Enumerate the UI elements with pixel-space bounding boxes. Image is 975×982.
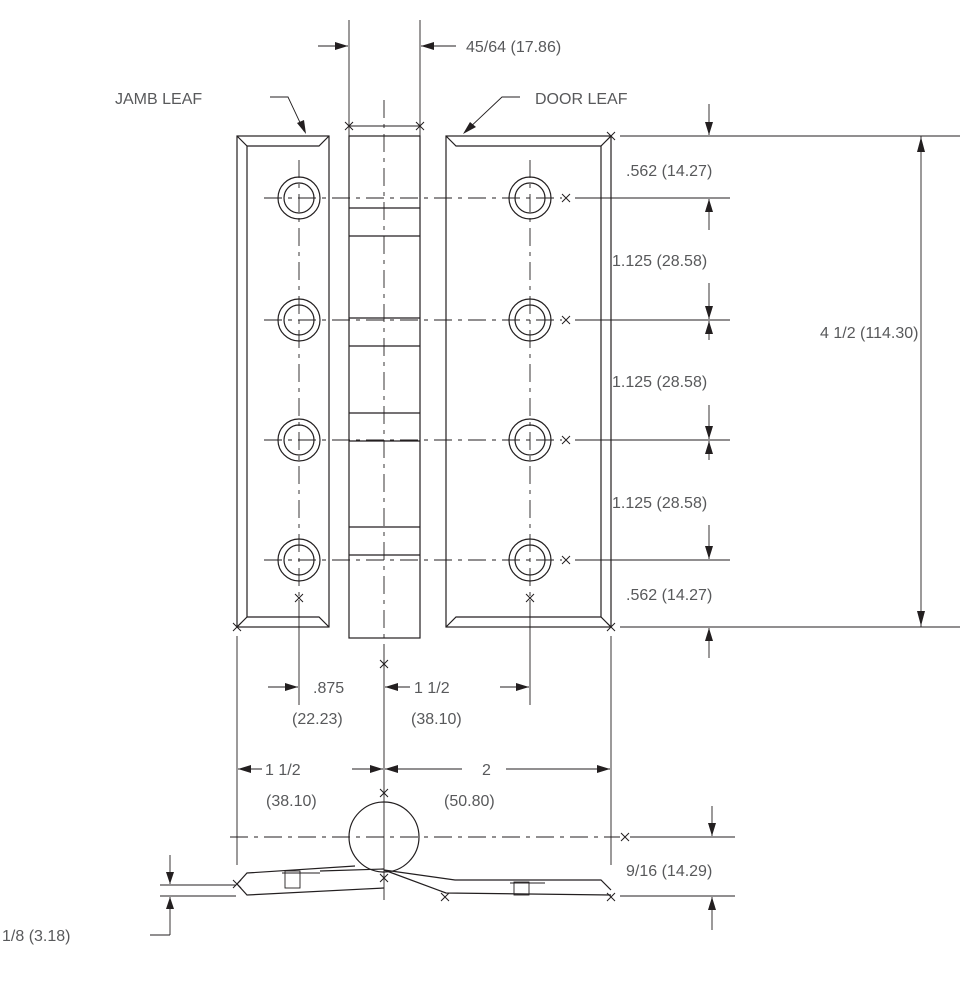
leaf-leaders [270, 96, 520, 134]
jamb-leaf [236, 135, 330, 628]
closed-thickness-label: 9/16 (14.29) [626, 863, 712, 880]
reference-marks [232, 121, 630, 902]
hole-offset-a-mm-label: (22.23) [292, 711, 343, 728]
hole-offset-b-label: 1 1/2 [414, 680, 450, 697]
knuckle-width-dim [318, 42, 456, 127]
hole-spacing-2-label: 1.125 (28.58) [612, 374, 707, 391]
hinge-barrel [348, 20, 421, 660]
bottom-dimensions [236, 600, 612, 900]
bottom-edge-dim-label: .562 (14.27) [626, 587, 712, 604]
door-leaf [445, 135, 612, 628]
door-width-label: 2 [482, 762, 491, 779]
leaf-thickness-label: 1/8 (3.18) [2, 928, 70, 945]
right-dimensions [575, 104, 960, 658]
hole-offset-a-label: .875 [313, 680, 344, 697]
top-edge-dim-label: .562 (14.27) [626, 163, 712, 180]
hole-spacing-1-label: 1.125 (28.58) [612, 253, 707, 270]
screw-holes [264, 160, 562, 600]
door-leaf-label: DOOR LEAF [535, 91, 628, 108]
door-width-mm-label: (50.80) [444, 793, 495, 810]
jamb-width-mm-label: (38.10) [266, 793, 317, 810]
hole-spacing-3-label: 1.125 (28.58) [612, 495, 707, 512]
jamb-leaf-label: JAMB LEAF [115, 91, 202, 108]
jamb-width-label: 1 1/2 [265, 762, 301, 779]
knuckle-width-label: 45/64 (17.86) [466, 39, 561, 56]
hole-offset-b-mm-label: (38.10) [411, 711, 462, 728]
overall-height-label: 4 1/2 (114.30) [820, 325, 918, 342]
